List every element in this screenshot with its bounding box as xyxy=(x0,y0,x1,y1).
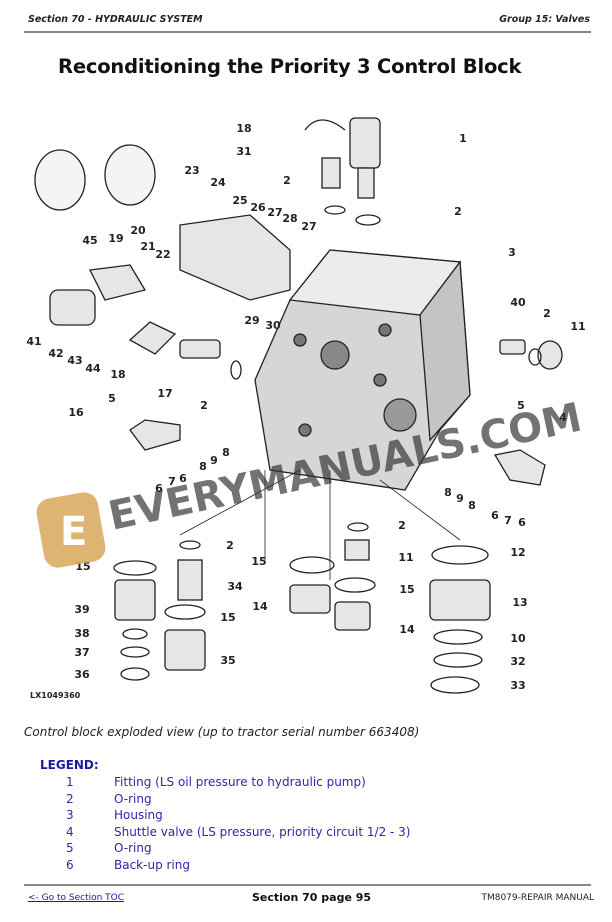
callout-label: 37 xyxy=(74,646,89,659)
callout-label: 15 xyxy=(220,611,235,624)
callout-label: 36 xyxy=(74,668,90,681)
legend-number: 1 xyxy=(66,775,74,789)
callout-label: 2 xyxy=(226,539,234,552)
callout-label: 2 xyxy=(200,399,208,412)
callout-label: 6 xyxy=(491,509,499,522)
callout-label: 41 xyxy=(26,335,41,348)
callout-label: 39 xyxy=(74,603,89,616)
figure-id: LX1049360 xyxy=(30,691,81,700)
section-toc-link[interactable]: <- Go to Section TOC xyxy=(28,893,125,903)
callout-label: 12 xyxy=(510,546,525,559)
callout-label: 40 xyxy=(510,296,526,309)
manual-id: TM8079-REPAIR MANUAL xyxy=(481,893,594,903)
footer-divider xyxy=(24,884,591,886)
legend-number: 5 xyxy=(66,841,74,855)
callout-label: 7 xyxy=(504,514,512,527)
callout-label: 18 xyxy=(236,122,251,135)
callout-label: 29 xyxy=(244,314,259,327)
callout-label: 26 xyxy=(250,201,266,214)
callout-label: 8 xyxy=(199,460,207,473)
callout-label: 3 xyxy=(508,246,516,259)
diagram-parts xyxy=(34,117,563,671)
o-rings xyxy=(113,205,542,694)
page-number: Section 70 page 95 xyxy=(252,891,372,904)
callout-label: 22 xyxy=(155,248,170,261)
leader-lines xyxy=(179,469,461,580)
callout-label: 23 xyxy=(184,164,199,177)
svg-text:E: E xyxy=(60,509,87,555)
legend-text: O-ring xyxy=(114,791,152,806)
callout-label: 44 xyxy=(85,362,101,375)
callout-label: 34 xyxy=(227,580,243,593)
callout-label: 18 xyxy=(110,368,125,381)
callout-label: 5 xyxy=(108,392,116,405)
callout-label: 1 xyxy=(459,132,467,145)
callout-label: 27 xyxy=(267,206,282,219)
callout-label: 35 xyxy=(220,654,235,667)
callout-label: 32 xyxy=(510,655,525,668)
callout-label: 45 xyxy=(82,234,97,247)
callout-label: 2 xyxy=(283,174,291,187)
callout-label: 13 xyxy=(512,596,527,609)
callout-label: 2 xyxy=(543,307,551,320)
callout-label: 16 xyxy=(68,406,84,419)
callout-label: 8 xyxy=(444,486,452,499)
legend-text: O-ring xyxy=(114,841,152,855)
callout-label: 11 xyxy=(398,551,413,564)
legend-number: 3 xyxy=(66,808,74,822)
legend-number: 6 xyxy=(66,857,74,872)
group-header: Group 15: Valves xyxy=(499,14,590,25)
callout-label: 14 xyxy=(399,623,415,636)
legend-text: Back-up ring xyxy=(114,857,190,872)
callout-label: 5 xyxy=(517,399,525,412)
callout-label: 38 xyxy=(74,627,89,640)
callout-label: 27 xyxy=(301,220,316,233)
callout-label: 15 xyxy=(251,555,266,568)
legend-text: Fitting (LS oil pressure to hydraulic pu… xyxy=(114,775,366,789)
legend-text: Housing xyxy=(114,808,163,822)
callout-label: 25 xyxy=(232,194,247,207)
callout-label: 8 xyxy=(222,446,230,459)
callout-label: 42 xyxy=(48,347,63,360)
figure-caption: Control block exploded view (up to tract… xyxy=(24,725,420,739)
callout-label: 28 xyxy=(282,212,297,225)
callout-label: 7 xyxy=(168,475,176,488)
callout-label: 43 xyxy=(67,354,82,367)
callout-label: 15 xyxy=(399,583,414,596)
callout-label: 10 xyxy=(510,632,526,645)
callout-label: 17 xyxy=(157,387,172,400)
callout-label: 9 xyxy=(456,492,464,505)
page-title: Reconditioning the Priority 3 Control Bl… xyxy=(58,55,522,78)
callout-label: 8 xyxy=(468,499,476,512)
legend-title: LEGEND: xyxy=(40,758,99,772)
callout-label: 33 xyxy=(510,679,525,692)
callout-label: 6 xyxy=(179,472,187,485)
callout-label: 6 xyxy=(155,482,163,495)
callout-label: 31 xyxy=(236,145,251,158)
section-header: Section 70 - HYDRAULIC SYSTEM xyxy=(28,14,203,25)
callout-label: 9 xyxy=(210,454,218,467)
legend-number: 2 xyxy=(66,791,74,806)
callout-label: 20 xyxy=(130,224,146,237)
callout-label: 24 xyxy=(210,176,226,189)
legend-text: Shuttle valve (LS pressure, priority cir… xyxy=(114,824,411,839)
legend-number: 4 xyxy=(66,824,74,839)
callout-label: 6 xyxy=(518,516,526,529)
header-divider xyxy=(24,31,591,33)
callout-label: 4 xyxy=(559,411,567,424)
callout-label: 2 xyxy=(398,519,406,532)
callout-label: 30 xyxy=(265,319,281,332)
callout-label: 2 xyxy=(454,205,462,218)
callout-label: 19 xyxy=(108,232,123,245)
callout-label: 11 xyxy=(570,320,585,333)
callout-label: 14 xyxy=(252,600,268,613)
callout-label: 21 xyxy=(140,240,155,253)
